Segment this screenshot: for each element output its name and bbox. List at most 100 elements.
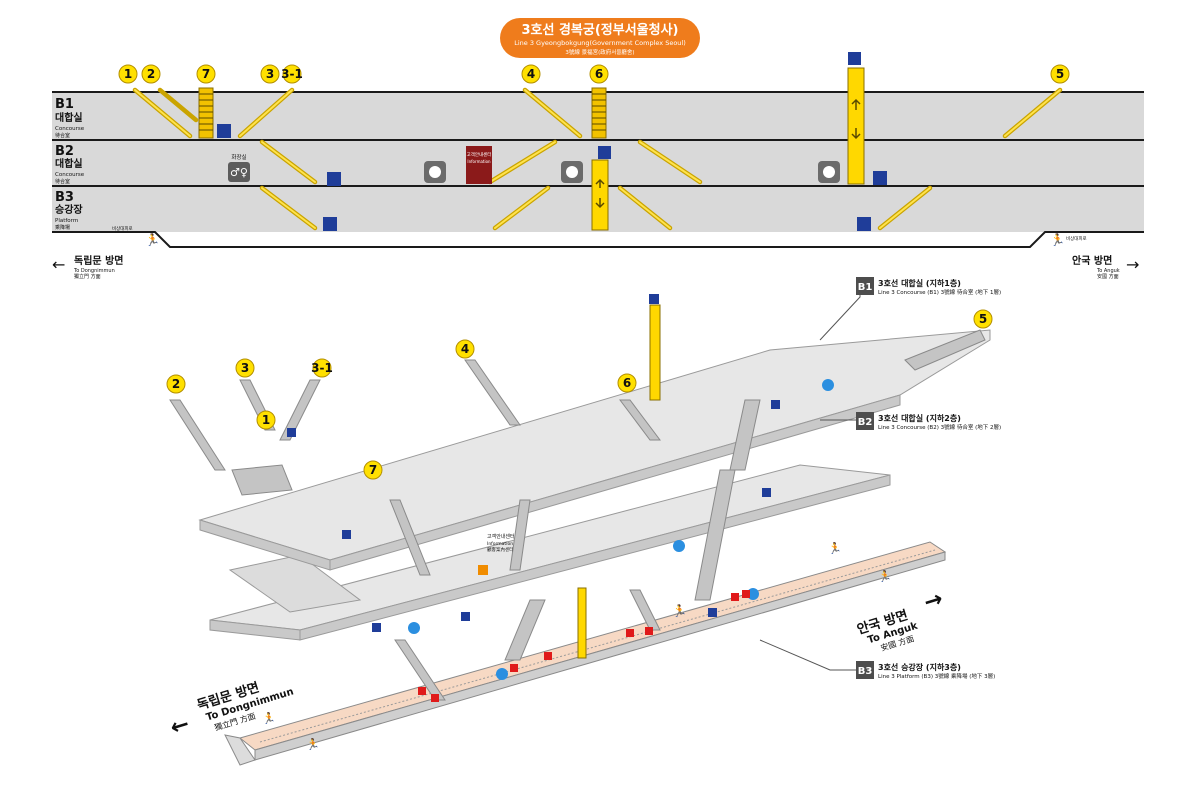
- direction-west: ← 독립문 방면 To Dongnimmun 獨立門 方面: [52, 254, 123, 280]
- exit-3d-5[interactable]: 5: [973, 309, 993, 329]
- emergency-exit-east: 🏃 비상대피로: [1050, 233, 1087, 247]
- svg-text:3: 3: [266, 67, 274, 81]
- exit-marker-4[interactable]: 4: [521, 64, 541, 84]
- exit-marker-1[interactable]: 1: [118, 64, 138, 84]
- exit-marker-3-1[interactable]: 3-1: [281, 64, 303, 84]
- svg-text:🏃: 🏃: [878, 570, 892, 583]
- svg-text:待合室: 待合室: [55, 178, 70, 185]
- stair-exit-6: [591, 87, 607, 139]
- svg-text:Concourse: Concourse: [55, 172, 85, 178]
- exit-marker-5[interactable]: 5: [1050, 64, 1070, 84]
- escalator-icon: [857, 217, 871, 231]
- svg-text:2: 2: [172, 377, 180, 391]
- exit-marker-7[interactable]: 7: [196, 64, 216, 84]
- stair-exit-1-2: [132, 87, 199, 139]
- svg-text:🏃: 🏃: [145, 233, 160, 247]
- svg-text:To Dongnimmun: To Dongnimmun: [73, 268, 115, 274]
- level-label-b3: B3 승강장 Platform 乘降場: [55, 190, 83, 231]
- svg-text:대합실: 대합실: [55, 157, 83, 170]
- svg-text:3-1: 3-1: [281, 67, 303, 81]
- information-center: 고객안내센터 Information: [466, 146, 492, 184]
- svg-text:승강장: 승강장: [55, 203, 83, 216]
- elevator-shaft-3d: [577, 587, 587, 659]
- elevator-icon: [649, 294, 659, 304]
- svg-text:B3: B3: [858, 666, 873, 677]
- svg-text:1: 1: [124, 67, 132, 81]
- svg-text:비상대피로: 비상대피로: [112, 225, 133, 232]
- arrow-left-icon: ←: [167, 712, 192, 741]
- svg-text:B2: B2: [858, 417, 873, 428]
- svg-text:♂♀: ♂♀: [230, 166, 248, 179]
- emergency-exit-west: 비상대피로 🏃: [112, 225, 160, 247]
- svg-text:독립문 방면: 독립문 방면: [74, 254, 123, 267]
- stair-exit-5: [1002, 87, 1063, 139]
- svg-text:6: 6: [595, 67, 603, 81]
- svg-text:Concourse: Concourse: [55, 126, 85, 132]
- svg-text:3호선 대합실 (지하1층): 3호선 대합실 (지하1층): [878, 278, 961, 288]
- svg-text:3호선 대합실 (지하2층): 3호선 대합실 (지하2층): [878, 413, 961, 423]
- arrow-left-icon: ←: [52, 255, 65, 274]
- elevator-shaft: [847, 67, 865, 185]
- direction-3d-east: 안국 방면 To Anguk 安國 方面 →: [855, 586, 946, 652]
- direction-east: 안국 방면 To Anguk 安國 方面 →: [1072, 254, 1139, 280]
- exit-3d-4[interactable]: 4: [455, 339, 475, 359]
- svg-text:3호선 승강장 (지하3층): 3호선 승강장 (지하3층): [878, 662, 961, 672]
- svg-text:待合室: 待合室: [55, 132, 70, 139]
- exit-3d-3-1[interactable]: 3-1: [311, 358, 333, 378]
- facility-icons-3d: 🏃 🏃 🏃 🏃 🏃: [262, 379, 892, 751]
- svg-text:Information: Information: [487, 541, 513, 547]
- exit-3d-1[interactable]: 1: [256, 410, 276, 430]
- svg-text:4: 4: [461, 342, 469, 356]
- svg-text:To Anguk: To Anguk: [1096, 268, 1120, 274]
- svg-text:안국 방면: 안국 방면: [1072, 254, 1112, 267]
- station-title-badge: 3호선 경복궁(정부서울청사) Line 3 Gyeongbokgung(Gov…: [500, 18, 700, 58]
- exit-marker-3[interactable]: 3: [260, 64, 280, 84]
- svg-text:🏃: 🏃: [828, 542, 842, 555]
- svg-text:🏃: 🏃: [262, 712, 276, 725]
- svg-text:1: 1: [262, 413, 270, 427]
- station-title-ko: 3호선 경복궁(정부서울청사): [521, 22, 678, 38]
- escalator-icon: [217, 124, 231, 138]
- svg-text:Line 3 Concourse (B1) 3號線 待合室: Line 3 Concourse (B1) 3號線 待合室 (地下 1層): [878, 288, 1001, 296]
- svg-text:화장실: 화장실: [231, 153, 246, 161]
- svg-text:B1: B1: [858, 282, 873, 293]
- svg-text:7: 7: [369, 463, 377, 477]
- exit-marker-6[interactable]: 6: [589, 64, 609, 84]
- svg-text:B2: B2: [55, 144, 74, 159]
- stair-exit-3: [237, 87, 295, 139]
- svg-text:3: 3: [241, 361, 249, 375]
- exit-3d-7[interactable]: 7: [363, 460, 383, 480]
- level-label-b1: B1 대합실 Concourse 待合室: [55, 97, 85, 139]
- svg-text:Platform: Platform: [55, 218, 78, 224]
- svg-text:Line 3 Concourse (B2) 3號線 待合室: Line 3 Concourse (B2) 3號線 待合室 (地下 2層): [878, 423, 1001, 431]
- elevator-shaft: [591, 159, 609, 231]
- stair-3d-exits: [169, 329, 986, 496]
- svg-text:B3: B3: [55, 190, 74, 205]
- information-center-3d: 고객안내센터: [487, 533, 515, 540]
- svg-text:獨立門 方面: 獨立門 方面: [74, 273, 101, 280]
- escalator-icon: [873, 171, 887, 185]
- svg-text:7: 7: [202, 67, 210, 81]
- elevator-icon: [848, 52, 861, 65]
- svg-text:4: 4: [527, 67, 535, 81]
- svg-text:대합실: 대합실: [55, 111, 83, 124]
- exit-3d-2[interactable]: 2: [166, 374, 186, 394]
- svg-text:🏃: 🏃: [1050, 233, 1065, 247]
- svg-text:安國 方面: 安國 方面: [1097, 273, 1119, 280]
- platform-floor-line: [52, 231, 1144, 248]
- exit-3d-6[interactable]: 6: [617, 373, 637, 393]
- exit-3d-3[interactable]: 3: [235, 358, 255, 378]
- svg-text:乘降場: 乘降場: [55, 224, 70, 231]
- svg-text:고객안내센터: 고객안내센터: [467, 151, 492, 158]
- stair-exit-7: [198, 87, 214, 139]
- arrow-right-icon: →: [921, 586, 946, 615]
- svg-text:3-1: 3-1: [311, 361, 333, 375]
- station-title-cjk: 3號線 景福宮(政府서울廳舍): [565, 48, 634, 56]
- svg-text:B1: B1: [55, 97, 74, 112]
- svg-text:Information: Information: [467, 159, 491, 164]
- exit-marker-2[interactable]: 2: [141, 64, 161, 84]
- svg-text:顧客案內센터: 顧客案內센터: [487, 546, 513, 553]
- escalator-icon: [323, 217, 337, 231]
- svg-text:6: 6: [623, 376, 631, 390]
